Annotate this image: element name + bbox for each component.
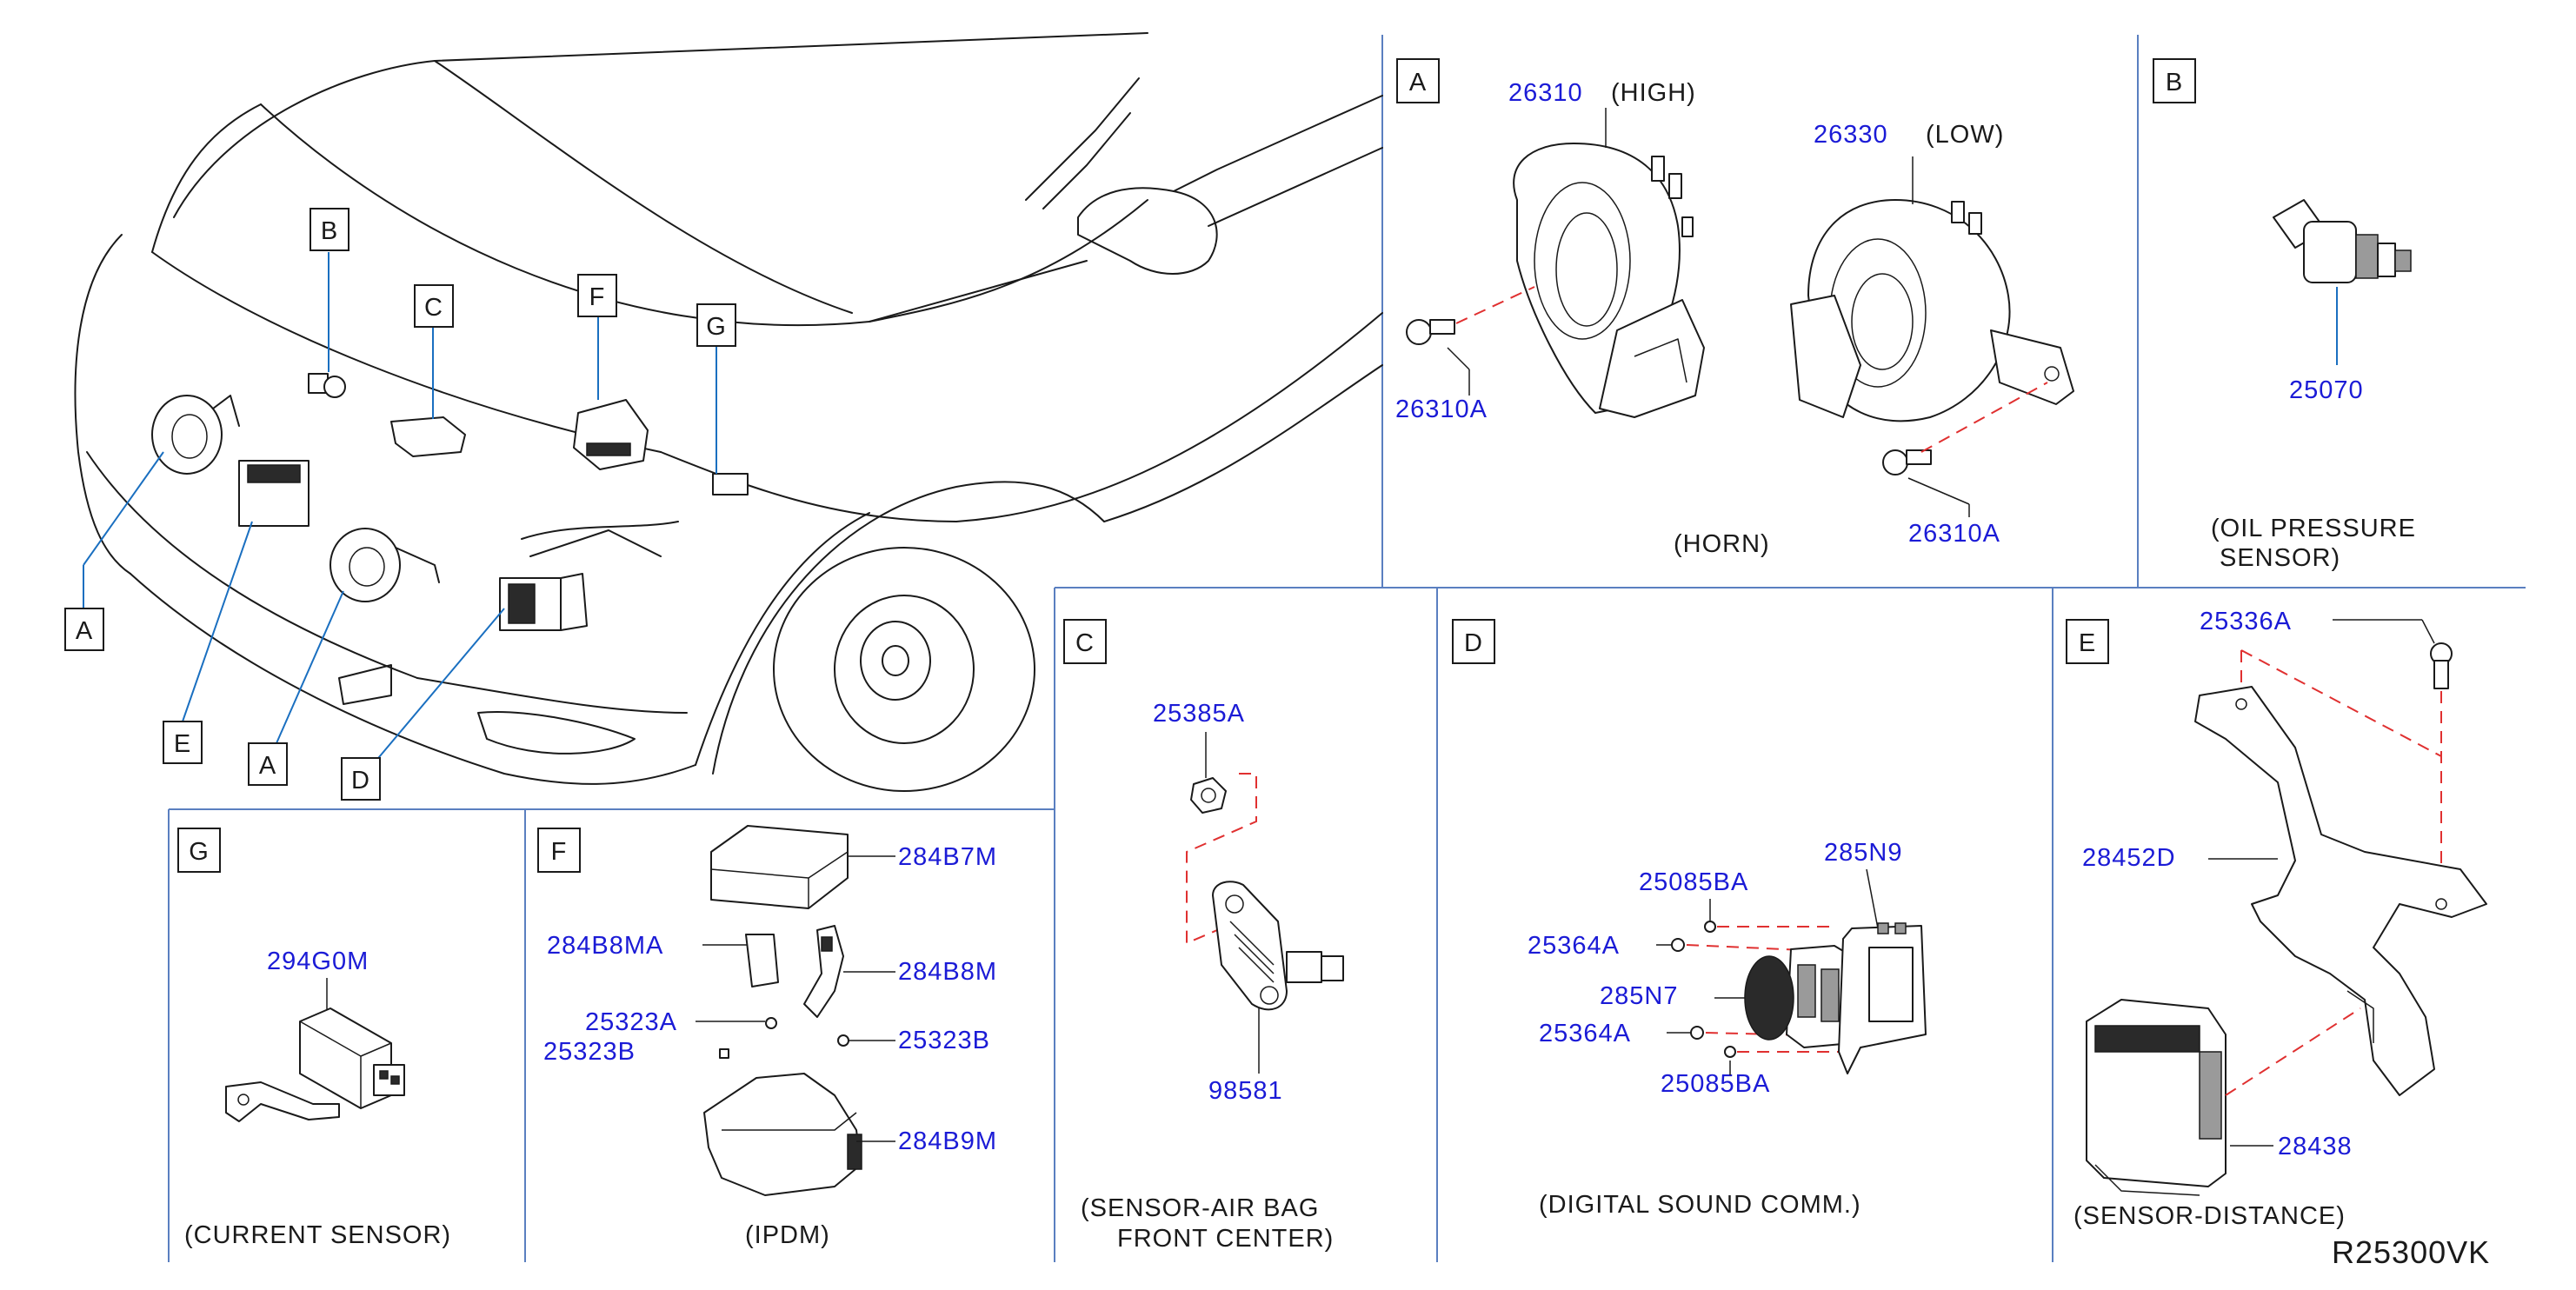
diagram-code: R25300VK xyxy=(2332,1234,2490,1270)
svg-text:G: G xyxy=(706,313,727,341)
panel-f-tag: F xyxy=(551,838,568,866)
pn-25385a: 25385A xyxy=(1153,700,1245,728)
panel-g-title: (CURRENT SENSOR) xyxy=(184,1221,451,1249)
pn-25085ba-top: 25085BA xyxy=(1639,868,1748,896)
callout-g: G xyxy=(696,303,736,347)
sound-bracket xyxy=(1838,922,1927,1074)
svg-text:C: C xyxy=(424,294,443,322)
sound-unit xyxy=(1744,945,1853,1048)
vehicle-overview xyxy=(74,32,1383,792)
panel-dividers xyxy=(168,35,2526,1262)
pn-25323b-right: 25323B xyxy=(898,1027,990,1054)
pn-25070: 25070 xyxy=(2289,376,2364,404)
svg-text:A: A xyxy=(76,617,93,645)
overview-components xyxy=(151,373,749,631)
pn-284b7m: 284B7M xyxy=(898,843,997,871)
pn-284b8ma: 284B8MA xyxy=(547,932,663,960)
pn-25085ba-bottom: 25085BA xyxy=(1661,1070,1770,1098)
callout-f: F xyxy=(577,274,617,317)
svg-text:A: A xyxy=(259,752,276,780)
bracket-28452d xyxy=(2194,686,2487,1096)
svg-text:F: F xyxy=(589,283,606,311)
airbag-sensor xyxy=(1212,881,1344,1011)
note-high: (HIGH) xyxy=(1611,79,1696,107)
svg-text:B: B xyxy=(321,217,338,245)
panel-f-title: (IPDM) xyxy=(745,1221,830,1249)
panel-c-tag: C xyxy=(1075,629,1095,657)
callout-b: B xyxy=(310,208,349,251)
pn-26310a-right: 26310A xyxy=(1908,520,2000,548)
ipdm-base xyxy=(703,1073,862,1196)
callout-e: E xyxy=(163,721,203,764)
panel-c-airbag-sensor: C 25385A 98581 (SENSOR-AIR BAG FRONT CEN… xyxy=(1063,619,1344,1253)
ipdm-cover xyxy=(710,825,849,909)
panel-b-oil-pressure: B 25070 (OIL PRESSURE SENSOR) xyxy=(2153,58,2416,572)
overview-callouts: B C F G A E A D xyxy=(64,208,736,801)
bolt-right xyxy=(1882,449,1932,475)
pn-25364a-top: 25364A xyxy=(1528,932,1620,960)
ipdm-bracket xyxy=(803,925,844,1018)
svg-text:D: D xyxy=(351,767,370,795)
panel-c-title-2: FRONT CENTER) xyxy=(1117,1225,1334,1253)
callout-c: C xyxy=(414,284,454,328)
panel-d-tag: D xyxy=(1464,629,1483,657)
pn-285n9: 285N9 xyxy=(1824,839,1902,867)
panel-e-title: (SENSOR-DISTANCE) xyxy=(2073,1202,2346,1230)
panel-d-digital-sound: D 25085BA 285N9 25364A 285N7 25364A 2508… xyxy=(1452,619,1927,1219)
distance-sensor xyxy=(2086,999,2227,1196)
pn-26310: 26310 xyxy=(1508,79,1583,107)
pn-25323a: 25323A xyxy=(585,1008,677,1036)
pn-28438: 28438 xyxy=(2278,1133,2353,1160)
panel-a-horn: A 26310 (HIGH) 26330 (LOW) xyxy=(1395,58,2074,558)
pn-284b8m: 284B8M xyxy=(898,958,997,986)
pn-25323b-left: 25323B xyxy=(543,1038,636,1066)
panel-e-tag: E xyxy=(2079,629,2096,657)
callout-a-right: A xyxy=(248,742,288,786)
panel-e-sensor-distance: E 25336A 28452D 28438 (SENSOR-DISTANCE) xyxy=(2066,608,2487,1230)
fasteners xyxy=(1671,921,1736,1058)
panel-c-title-1: (SENSOR-AIR BAG xyxy=(1081,1194,1319,1222)
pn-28452d: 28452D xyxy=(2082,844,2176,872)
pn-25364a-bottom: 25364A xyxy=(1539,1020,1631,1047)
pn-26310a-left: 26310A xyxy=(1395,396,1488,423)
pn-25336a: 25336A xyxy=(2200,608,2292,635)
panel-f-ipdm: F 284B7M 284B8MA 284B8M 25323A 25323B 25… xyxy=(537,825,997,1249)
panel-a-title: (HORN) xyxy=(1674,530,1770,558)
pn-294g0m: 294G0M xyxy=(267,948,369,975)
low-horn xyxy=(1790,199,2074,422)
pn-98581: 98581 xyxy=(1208,1077,1283,1105)
oil-pressure-sensor xyxy=(2273,199,2412,283)
panel-g-current-sensor: G 294G0M (CURRENT SENSOR) xyxy=(177,828,451,1249)
svg-text:E: E xyxy=(174,730,191,758)
panel-b-tag: B xyxy=(2166,69,2183,96)
pn-26330: 26330 xyxy=(1814,121,1888,149)
pn-284b9m: 284B9M xyxy=(898,1127,997,1155)
current-sensor xyxy=(225,1007,405,1122)
panel-a-tag: A xyxy=(1409,69,1427,96)
panel-d-title: (DIGITAL SOUND COMM.) xyxy=(1539,1191,1861,1219)
note-low: (LOW) xyxy=(1926,121,2004,149)
high-horn xyxy=(1513,143,1705,418)
pn-285n7: 285N7 xyxy=(1600,982,1678,1010)
bolt-left xyxy=(1406,319,1455,345)
panel-b-title-1: (OIL PRESSURE xyxy=(2211,515,2416,542)
callout-a-left: A xyxy=(64,608,104,651)
callout-d: D xyxy=(341,757,381,801)
bolt-25336a xyxy=(2430,642,2453,689)
overview-leaders xyxy=(83,252,717,775)
panel-g-tag: G xyxy=(189,838,210,866)
airbag-nut xyxy=(1190,777,1227,814)
panel-b-title-2: SENSOR) xyxy=(2220,544,2340,572)
